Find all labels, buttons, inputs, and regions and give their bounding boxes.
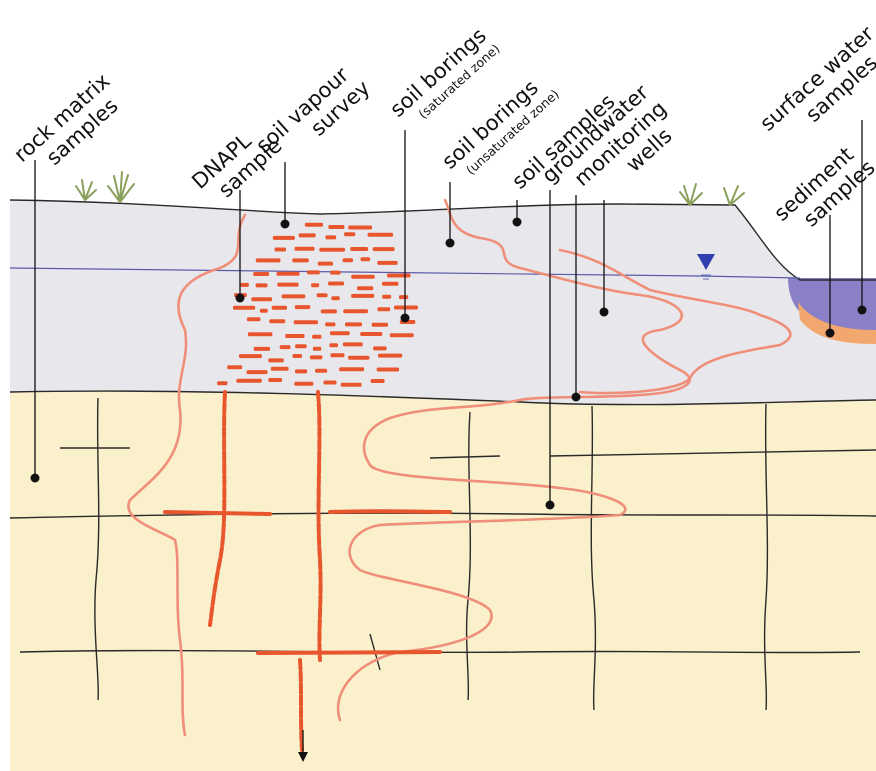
sediment-samples-label: sediment samples bbox=[769, 137, 876, 243]
dnapl-blob bbox=[271, 367, 289, 371]
rock-matrix-samples-label: rock matrix samples bbox=[9, 69, 130, 185]
dnapl-blob bbox=[351, 275, 375, 279]
dnapl-blob bbox=[328, 282, 344, 286]
geology-layers bbox=[10, 200, 876, 771]
dnapl-blob bbox=[241, 283, 249, 287]
dnapl-blob bbox=[294, 382, 313, 386]
dnapl-blob bbox=[345, 322, 362, 326]
dnapl-blob bbox=[378, 354, 402, 358]
dnapl-blob bbox=[227, 365, 242, 369]
dnapl-blob bbox=[269, 319, 285, 323]
dnapl-blob bbox=[217, 381, 227, 385]
dnapl-blob bbox=[307, 270, 320, 274]
dnapl-blob bbox=[343, 309, 368, 313]
dnapl-blob bbox=[299, 233, 316, 237]
dnapl-blob bbox=[282, 294, 306, 298]
dnapl-blob bbox=[277, 283, 298, 287]
dnapl-blob bbox=[280, 345, 291, 349]
dnapl-blob bbox=[277, 272, 300, 276]
dnapl-blob bbox=[329, 343, 338, 347]
dnapl-blob bbox=[268, 378, 282, 382]
dnapl-blob bbox=[399, 295, 408, 299]
dnapl-blob bbox=[377, 307, 390, 311]
dnapl-blob bbox=[390, 333, 414, 337]
dnapl-blob bbox=[394, 306, 418, 310]
unconsolidated-layer bbox=[10, 200, 876, 405]
dnapl-blob bbox=[331, 296, 339, 300]
dnapl-blob bbox=[311, 283, 319, 287]
dnapl-blob bbox=[373, 346, 387, 350]
bedrock-layer bbox=[10, 391, 876, 771]
dnapl-blob bbox=[321, 309, 337, 313]
dnapl-blob bbox=[310, 355, 323, 359]
dnapl-blob bbox=[372, 323, 388, 327]
dnapl-blob bbox=[260, 309, 268, 313]
dnapl-blob bbox=[330, 331, 350, 335]
dnapl-blob bbox=[256, 283, 268, 287]
dnapl-blob bbox=[351, 294, 374, 298]
dnapl-blob bbox=[382, 282, 398, 286]
dnapl-blob bbox=[293, 354, 303, 358]
dnapl-blob bbox=[294, 320, 318, 324]
dnapl-blob bbox=[247, 317, 261, 321]
dnapl-blob bbox=[343, 258, 353, 262]
dnapl-blob bbox=[233, 306, 255, 310]
dnapl-blob bbox=[285, 334, 304, 338]
dnapl-blob bbox=[360, 332, 382, 336]
dnapl-blob bbox=[348, 356, 369, 360]
dnapl-blob bbox=[248, 332, 273, 336]
dnapl-blob bbox=[295, 369, 307, 373]
dnapl-blob bbox=[256, 258, 281, 262]
dnapl-blob bbox=[325, 322, 335, 326]
dnapl-blob bbox=[239, 354, 262, 358]
dnapl-blob bbox=[317, 293, 328, 297]
dnapl-blob bbox=[368, 233, 394, 237]
dnapl-blob bbox=[343, 342, 363, 346]
surface-water-samples-label: surface water samples bbox=[755, 21, 876, 153]
dnapl-blob bbox=[382, 295, 391, 299]
dnapl-blob bbox=[247, 370, 268, 374]
dnapl-blob bbox=[348, 226, 372, 230]
dnapl-blob bbox=[253, 272, 269, 276]
dnapl-blob bbox=[330, 271, 340, 275]
dnapl-blob bbox=[275, 248, 286, 252]
dnapl-blob bbox=[268, 358, 284, 362]
dnapl-blob bbox=[295, 305, 311, 309]
grass-tuft-icon bbox=[76, 172, 744, 205]
dnapl-blob bbox=[344, 232, 355, 236]
dnapl-blob bbox=[387, 274, 411, 278]
dnapl-blob bbox=[251, 297, 272, 301]
dnapl-blob bbox=[254, 347, 270, 351]
dnapl-blob bbox=[273, 236, 295, 240]
dnapl-blob bbox=[272, 306, 287, 310]
dnapl-blob bbox=[350, 247, 368, 251]
dnapl-blob bbox=[373, 247, 395, 251]
dnapl-blob bbox=[313, 347, 321, 351]
dnapl-blob bbox=[319, 248, 345, 252]
dnapl-blob bbox=[312, 335, 321, 339]
dnapl-blob bbox=[377, 368, 399, 372]
dnapl-blob bbox=[295, 247, 315, 251]
dnapl-blob bbox=[305, 223, 323, 227]
dnapl-blob bbox=[361, 257, 371, 261]
dnapl-blob bbox=[324, 381, 337, 385]
dnapl-blob bbox=[331, 353, 345, 357]
dnapl-blob bbox=[318, 262, 333, 266]
dnapl-blob bbox=[315, 369, 327, 373]
dnapl-blob bbox=[295, 344, 307, 348]
dnapl-blob bbox=[377, 261, 397, 265]
dnapl-blob bbox=[236, 379, 261, 383]
dnapl-blob bbox=[371, 379, 385, 383]
dnapl-blob bbox=[357, 286, 373, 290]
dnapl-blob bbox=[341, 383, 362, 387]
dnapl-blob bbox=[339, 367, 364, 371]
dnapl-blob bbox=[328, 225, 344, 229]
dnapl-blob bbox=[325, 235, 336, 239]
dnapl-blob bbox=[292, 258, 309, 262]
